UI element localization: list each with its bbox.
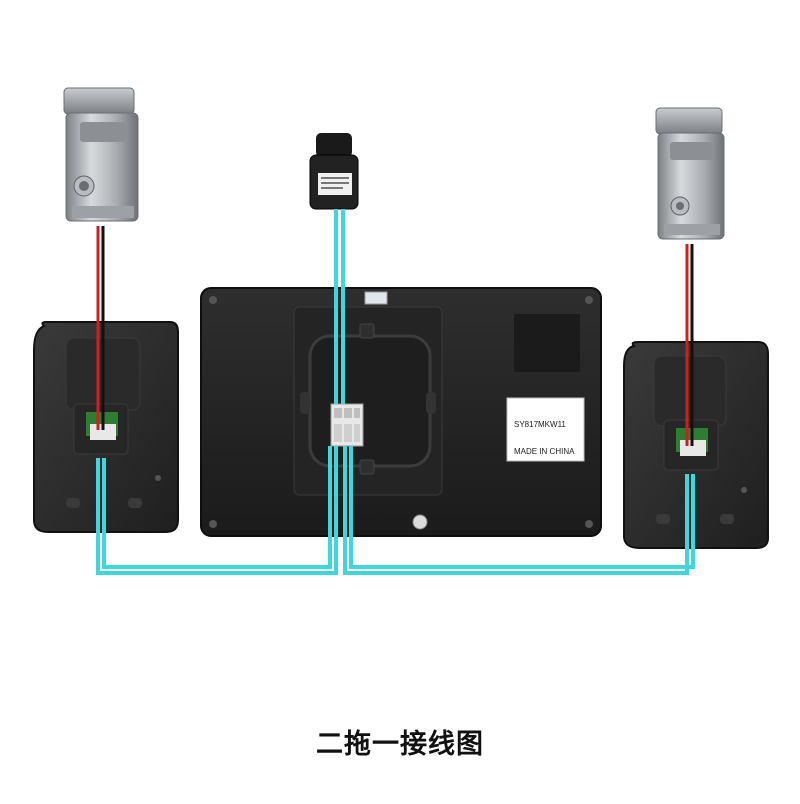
diagram-caption: 二拖一接线图	[316, 729, 484, 760]
right-electric-lock	[655, 107, 725, 240]
left-lock-wires	[96, 226, 105, 430]
right-outdoor-unit	[623, 341, 769, 549]
origin-label-text: MADE IN CHINA	[514, 447, 575, 456]
left-electric-lock	[63, 87, 139, 222]
right-lock-wires	[685, 244, 694, 446]
left-unit-cable	[96, 446, 338, 575]
indoor-monitor-back: SY817MKW11 MADE IN CHINA	[200, 287, 602, 537]
model-label-text: SY817MKW11	[514, 420, 566, 429]
power-adapter	[309, 133, 359, 210]
speaker-grille	[514, 314, 580, 372]
power-cable	[334, 209, 345, 404]
right-unit-cable	[343, 446, 695, 575]
left-outdoor-unit	[33, 321, 179, 533]
model-label-sticker	[506, 397, 585, 462]
